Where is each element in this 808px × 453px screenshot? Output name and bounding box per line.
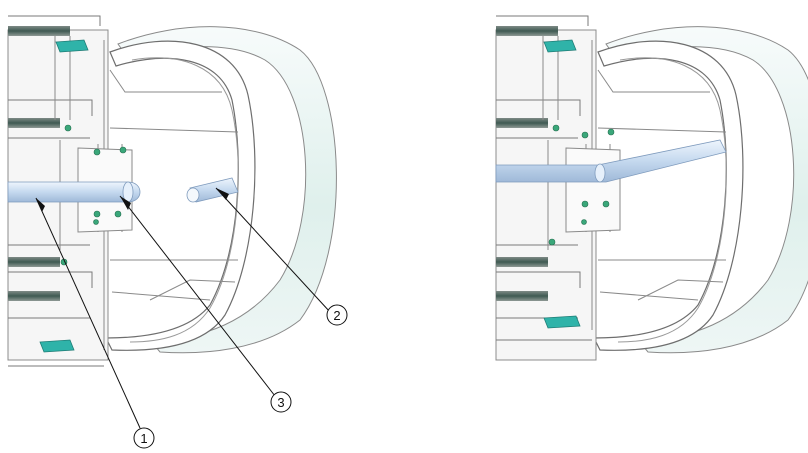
end-cap-shell	[117, 26, 337, 354]
rail-upper-mid	[8, 118, 60, 128]
clip-top	[55, 39, 89, 53]
svg-text:3: 3	[277, 395, 284, 410]
svg-text:2: 2	[333, 308, 340, 323]
end-cap-rim	[593, 40, 744, 351]
end-cap-rim	[105, 40, 256, 351]
rail-bottom	[8, 291, 60, 301]
rail-lower-mid	[496, 257, 548, 267]
end-cap-shell	[605, 26, 808, 354]
leader-line-1	[35, 197, 141, 429]
callout-1: 1	[133, 427, 155, 449]
rail-top	[8, 26, 70, 36]
rail-lower-mid	[8, 257, 60, 267]
screw-group	[548, 124, 615, 246]
callout-2: 2	[326, 304, 348, 326]
panel-after	[495, 15, 808, 361]
leader-line-2	[215, 187, 331, 313]
rod-1	[7, 181, 141, 203]
rail-top	[496, 26, 558, 36]
clip-bottom	[543, 315, 581, 329]
rail-bottom	[496, 291, 548, 301]
panel-before: 1 2 3	[7, 15, 348, 449]
screw-group	[60, 124, 127, 266]
callout-3: 3	[270, 391, 292, 413]
leader-line-3	[119, 195, 276, 397]
clip-top	[543, 39, 577, 53]
svg-text:1: 1	[140, 431, 147, 446]
rail-upper-mid	[496, 118, 548, 128]
clip-bottom	[39, 339, 75, 353]
